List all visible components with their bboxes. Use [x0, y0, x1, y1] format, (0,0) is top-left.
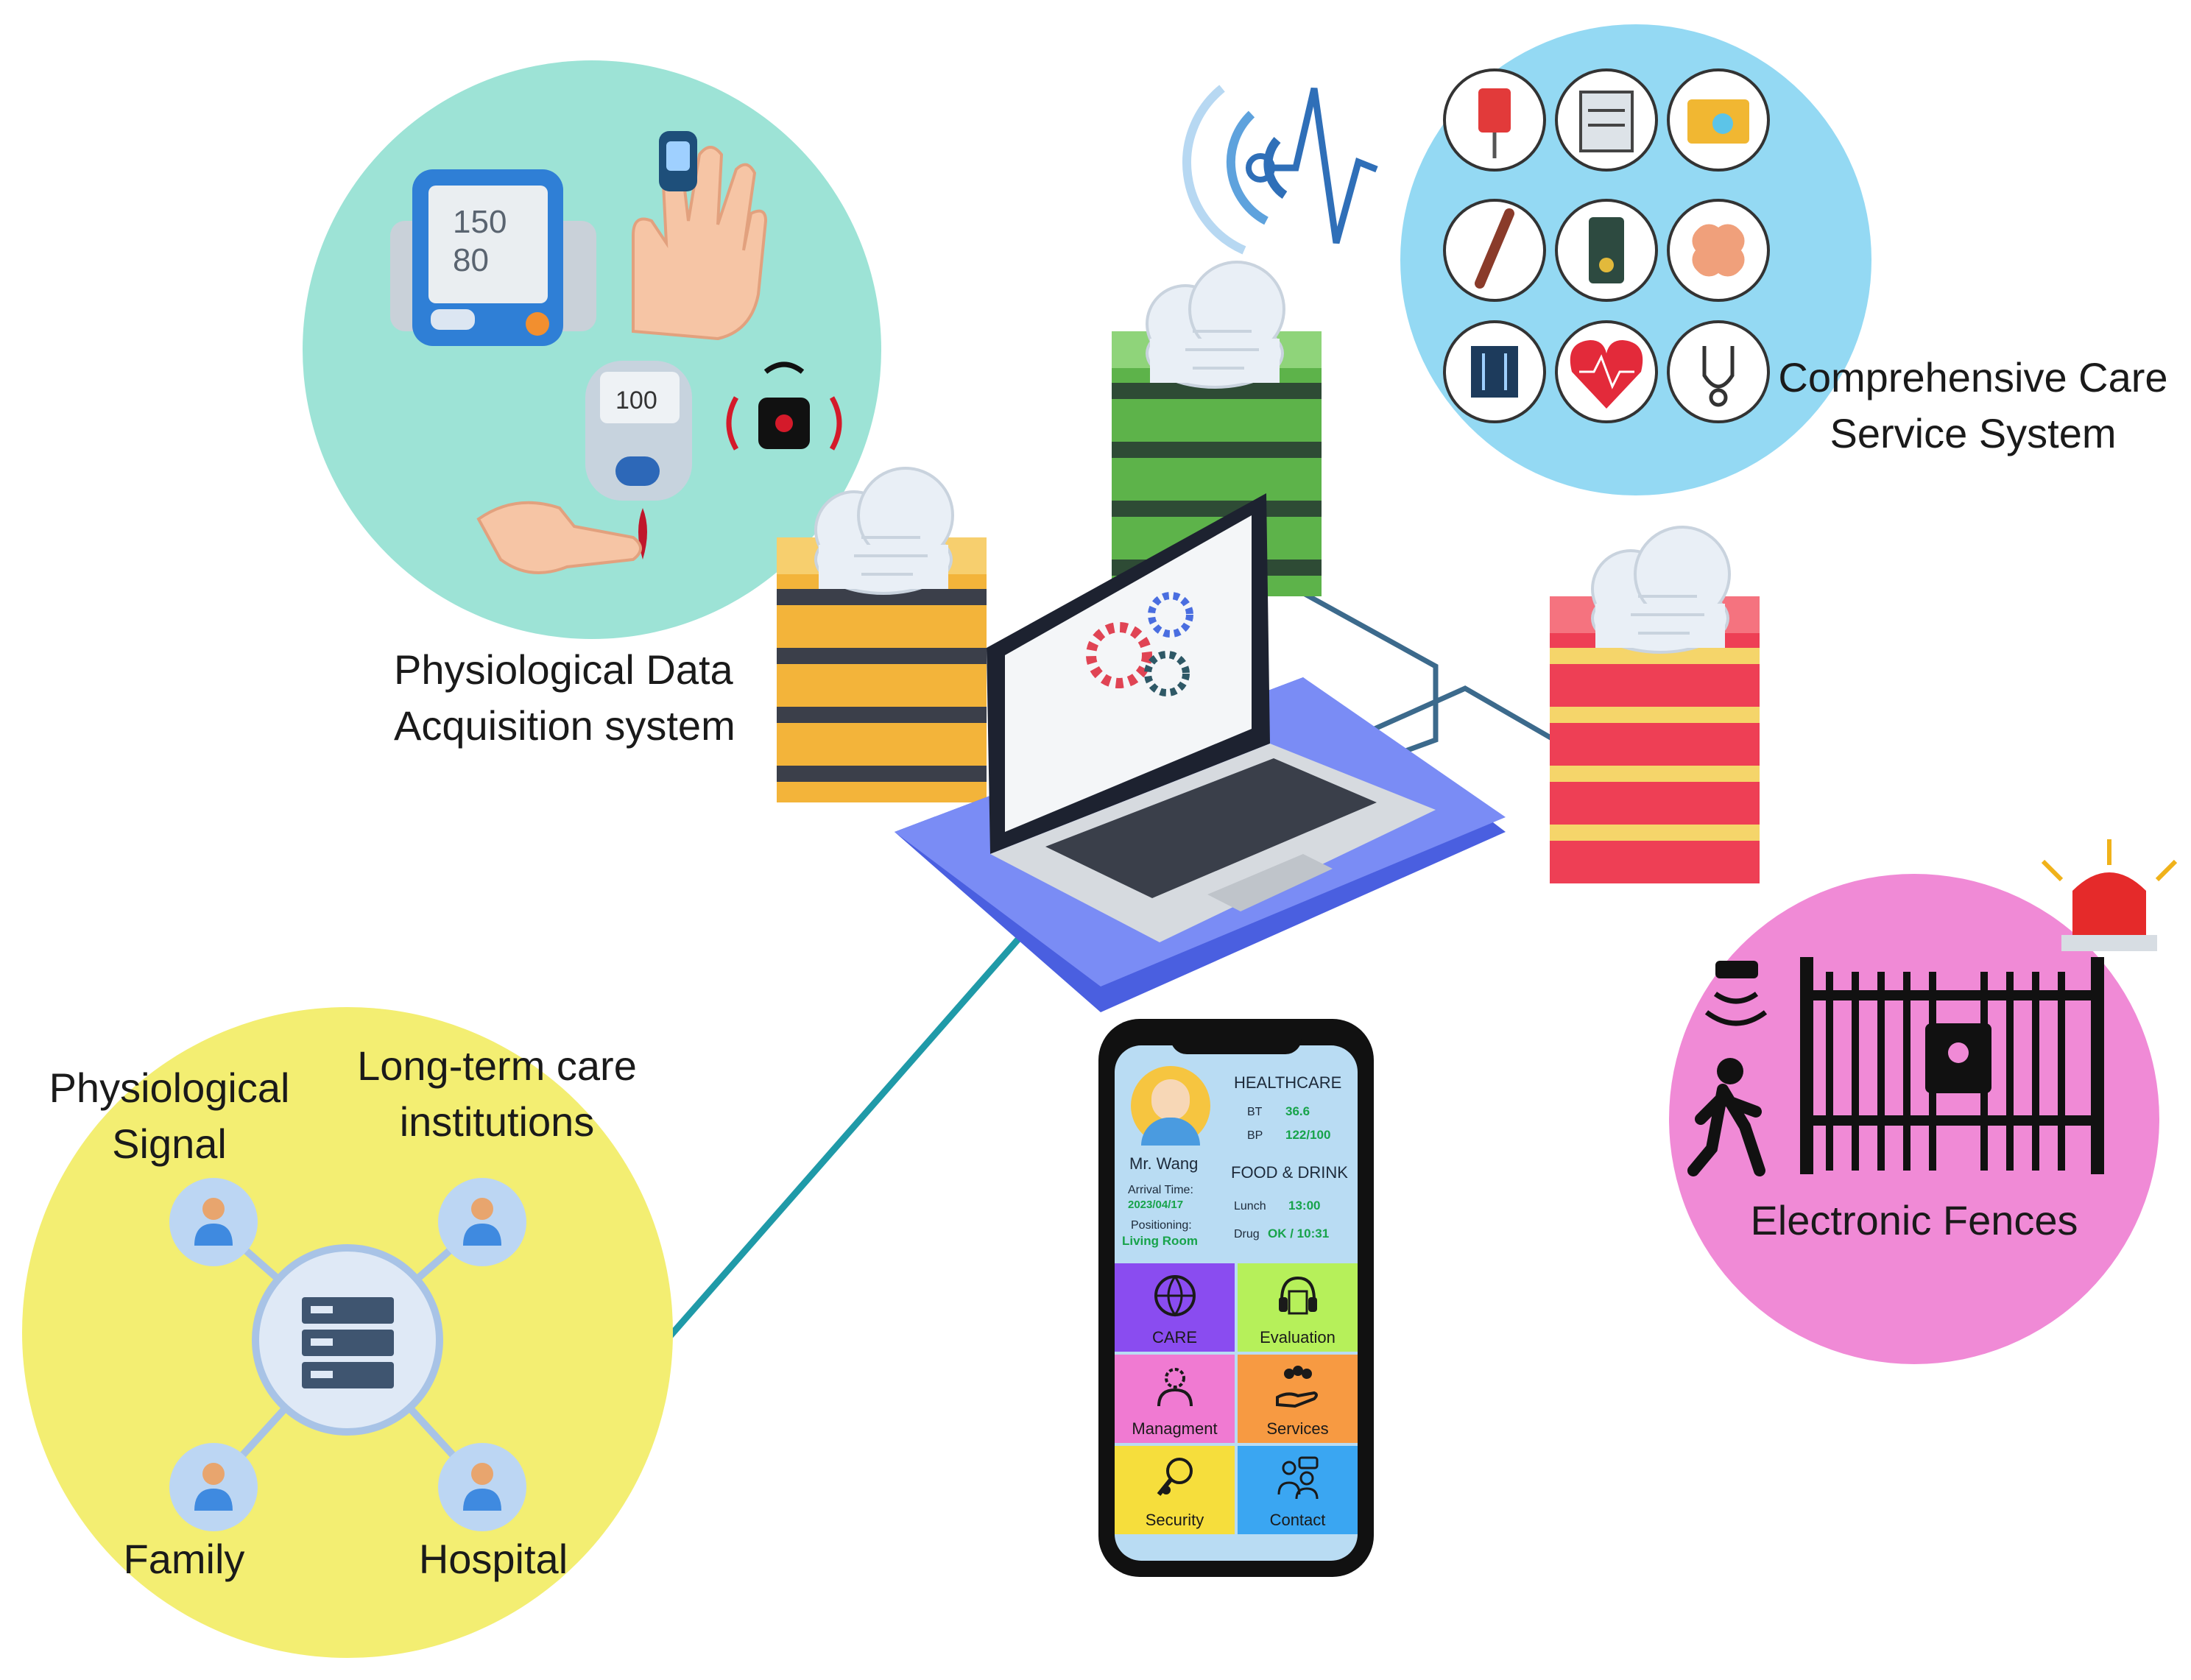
bp-value: 122/100 — [1285, 1128, 1331, 1142]
person-icon-family — [169, 1443, 258, 1531]
positioning-value: Living Room — [1122, 1234, 1198, 1248]
chat-people-contact-icon — [1277, 1456, 1318, 1500]
headset-evaluation-icon — [1278, 1276, 1317, 1315]
positioning-label: Positioning: — [1131, 1219, 1192, 1232]
lunch-value: 13:00 — [1288, 1199, 1321, 1213]
wireless-sensor-icon — [726, 361, 842, 451]
heart-rate-icon — [1555, 320, 1658, 423]
tile-services[interactable]: Services — [1238, 1355, 1358, 1443]
label-hospital: Hospital — [418, 1536, 568, 1582]
tile-contact[interactable]: Contact — [1238, 1446, 1358, 1534]
label-comprehensive-care-line2: Service System — [1830, 410, 2117, 456]
label-comprehensive-care-line1: Comprehensive Care — [1778, 354, 2168, 400]
glucose-value: 100 — [615, 387, 657, 414]
person-icon-hospital — [438, 1443, 526, 1531]
bp-systolic: 150 — [453, 204, 507, 240]
red-server-stack — [1550, 526, 1760, 883]
label-long-term-care-line1: Long-term care — [357, 1042, 637, 1089]
label-physiological-signal-line2: Signal — [112, 1120, 227, 1167]
label-physiological-data: Physiological Data Acquisition system — [394, 642, 735, 754]
tile-managment[interactable]: Managment — [1115, 1355, 1235, 1443]
tile-services-label: Services — [1266, 1419, 1329, 1438]
label-physiological-signal-line1: Physiological — [49, 1065, 290, 1111]
food-title: FOOD & DRINK — [1231, 1163, 1348, 1182]
medical-record-icon — [1555, 68, 1658, 172]
tile-security-label: Security — [1145, 1511, 1204, 1529]
gear-person-managment-icon — [1157, 1368, 1193, 1407]
finger-prick-hand-icon — [476, 501, 642, 574]
avatar — [1131, 1066, 1210, 1146]
tile-evaluation[interactable]: Evaluation — [1238, 1263, 1358, 1352]
person-icon-long-term-care — [438, 1178, 526, 1266]
tile-care-label: CARE — [1151, 1328, 1198, 1347]
arrival-value: 2023/04/17 — [1128, 1199, 1184, 1211]
tile-managment-label: Managment — [1132, 1419, 1218, 1438]
care-icon-grid — [1443, 68, 1770, 423]
bt-label: BT — [1247, 1106, 1263, 1118]
person-icon-physiological-signal — [169, 1178, 258, 1266]
bt-value: 36.6 — [1285, 1104, 1310, 1118]
pulse-oximeter-hand-icon — [632, 131, 768, 341]
tile-care[interactable]: CARE — [1115, 1263, 1235, 1352]
label-long-term-care: Long-term care institutions — [335, 1038, 659, 1150]
motion-sensor-person-icon — [1687, 961, 1768, 1176]
tile-evaluation-label: Evaluation — [1260, 1328, 1336, 1347]
laptop-icon — [987, 493, 1436, 942]
fence-gate-icon — [1800, 957, 2104, 1174]
tile-contact-label: Contact — [1269, 1511, 1326, 1529]
patient-name: Mr. Wang — [1129, 1154, 1199, 1173]
xray-icon — [1443, 320, 1546, 423]
drug-label: Drug — [1234, 1228, 1260, 1240]
globe-care-icon — [1154, 1275, 1196, 1317]
phone-notch — [1171, 1029, 1302, 1054]
label-long-term-care-line2: institutions — [399, 1098, 595, 1145]
alarm-light-icon — [2041, 839, 2178, 951]
iv-bag-icon — [1443, 68, 1546, 172]
server-icon — [302, 1297, 394, 1388]
label-physiological-signal: Physiological Signal — [29, 1060, 309, 1172]
label-physiological-data-line2: Acquisition system — [394, 702, 735, 749]
label-comprehensive-care: Comprehensive Care Service System — [1774, 350, 2172, 462]
stethoscope-icon — [1667, 320, 1770, 423]
glucose-meter-icon: 100 — [585, 361, 692, 560]
magnifier-security-icon — [1157, 1458, 1193, 1496]
phone-screen: Mr. Wang Arrival Time: 2023/04/17 Positi… — [1115, 1045, 1358, 1561]
thermometer-icon — [1443, 199, 1546, 302]
bandage-icon — [1667, 199, 1770, 302]
arrival-label: Arrival Time: — [1128, 1184, 1193, 1196]
medical-folder-icon — [1667, 68, 1770, 172]
signal-wave-icon — [1182, 85, 1378, 255]
label-electronic-fences: Electronic Fences — [1750, 1197, 2078, 1243]
bp-diastolic: 80 — [453, 242, 489, 278]
label-family: Family — [123, 1536, 245, 1582]
blood-pressure-monitor-icon: 150 80 — [390, 169, 596, 346]
healthcare-title: HEALTHCARE — [1234, 1073, 1342, 1092]
tile-security[interactable]: Security — [1115, 1446, 1235, 1534]
lunch-label: Lunch — [1234, 1200, 1266, 1213]
label-physiological-data-line1: Physiological Data — [394, 646, 733, 693]
group-hand-services-icon — [1275, 1366, 1318, 1408]
yellow-server-stack — [777, 467, 987, 802]
medicine-bottle-icon — [1555, 199, 1658, 302]
drug-value: OK / 10:31 — [1268, 1227, 1330, 1240]
bp-label: BP — [1247, 1129, 1263, 1142]
network-hub — [169, 1178, 526, 1531]
